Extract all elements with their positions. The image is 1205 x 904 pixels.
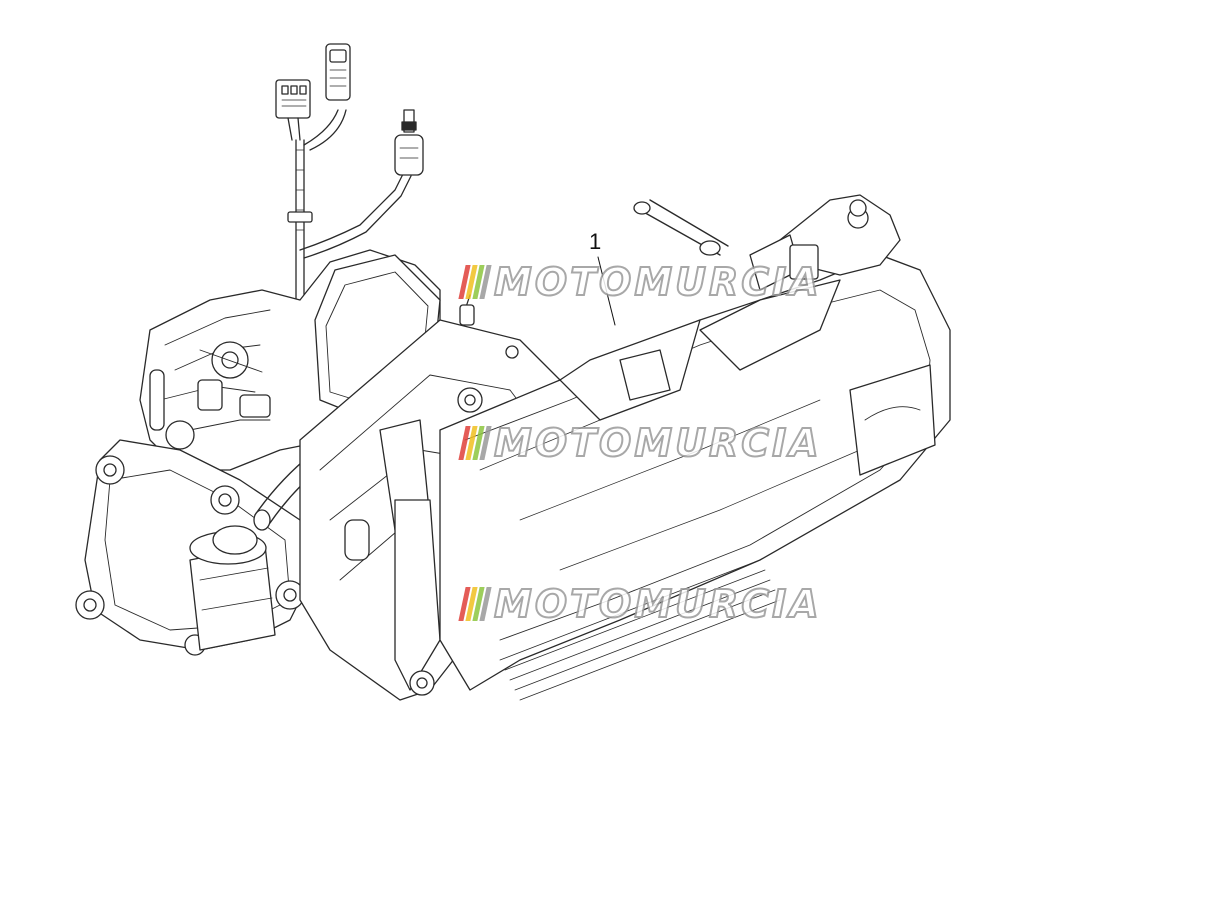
watermark-middle: MOTOMURCIA (458, 421, 822, 465)
filter-housing (189, 525, 276, 651)
part-callout-1: 1 (589, 229, 602, 254)
rear-mount (633, 194, 901, 291)
transmission-case (439, 254, 951, 701)
watermark-text: MOTOMURCIA (493, 421, 822, 465)
watermark-text: MOTOMURCIA (493, 260, 822, 304)
callout-leader-line (597, 256, 616, 326)
wiring-harness (275, 43, 424, 301)
watermark-top: MOTOMURCIA (458, 260, 822, 304)
watermark-text: MOTOMURCIA (493, 582, 822, 626)
watermark-stripes (458, 426, 492, 460)
watermark-stripes (458, 587, 492, 621)
watermark-bottom: MOTOMURCIA (458, 582, 822, 626)
watermark-stripes (458, 265, 492, 299)
